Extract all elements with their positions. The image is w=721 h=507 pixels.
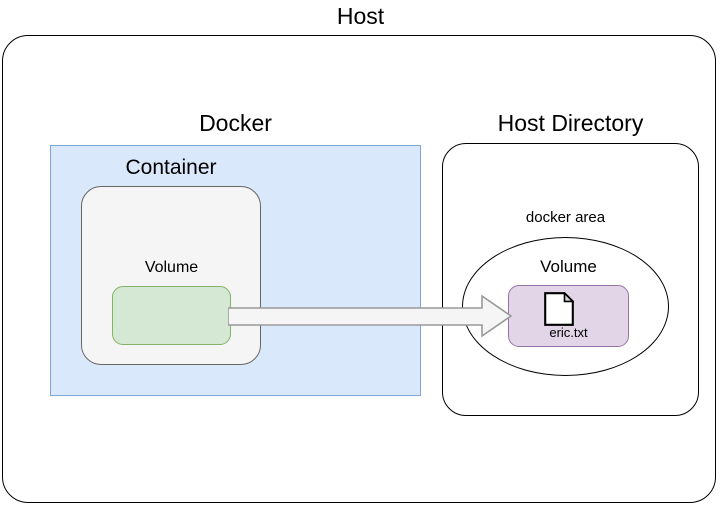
host-title: Host — [336, 3, 385, 29]
docker-area-label: docker area — [525, 209, 606, 226]
host-directory-title: Host Directory — [497, 110, 644, 136]
container-box — [81, 186, 261, 365]
container-volume-label: Volume — [144, 259, 199, 276]
file-document-icon — [544, 292, 574, 326]
mount-arrow — [228, 294, 512, 338]
container-volume-box — [112, 286, 231, 345]
docker-area-ellipse — [462, 237, 669, 376]
host-volume-label: Volume — [540, 257, 597, 276]
file-name-label: eric.txt — [549, 325, 588, 340]
docker-title: Docker — [199, 110, 272, 136]
container-title: Container — [125, 156, 217, 179]
